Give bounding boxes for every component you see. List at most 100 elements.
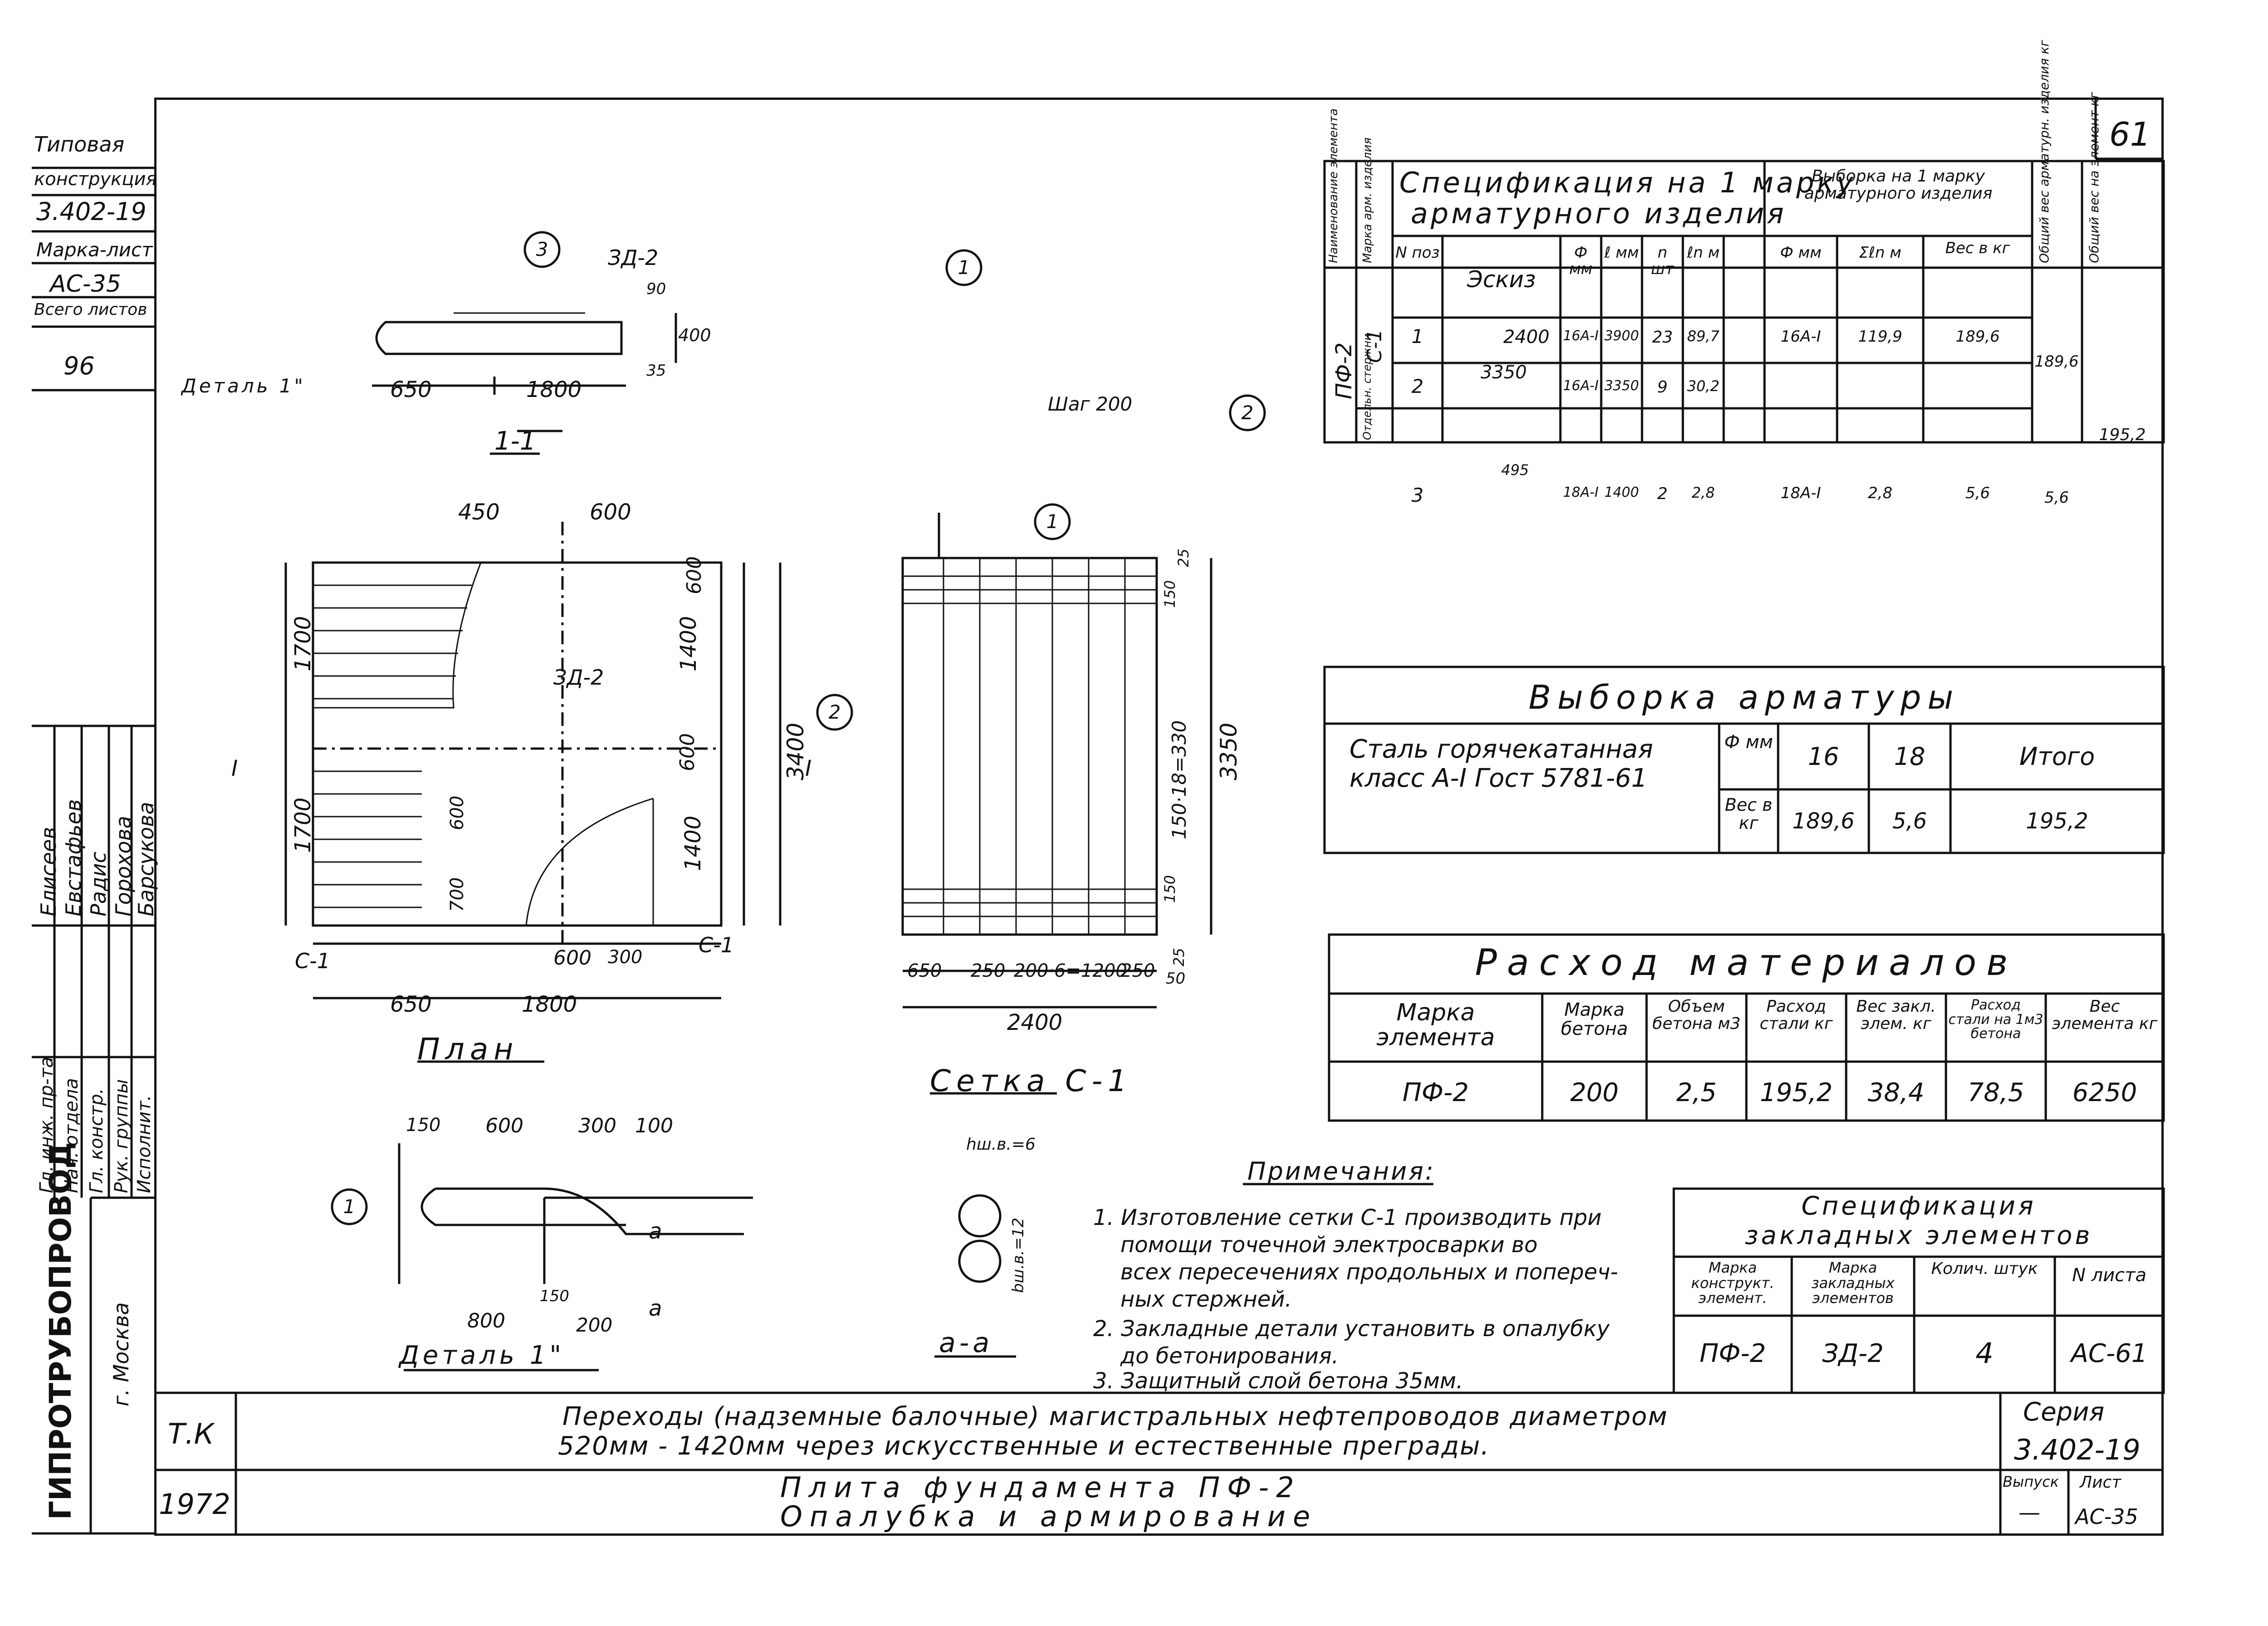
note-2b: до бетонирования. bbox=[1120, 1343, 1339, 1369]
zakl-v4: АС-61 bbox=[2071, 1339, 2148, 1368]
stamp-mark: АС-35 bbox=[50, 270, 121, 298]
dim-bsh: bш.в.=12 bbox=[1009, 1217, 1027, 1293]
dim-650-plan: 650 bbox=[390, 992, 432, 1017]
spec-row3-pos: 3 bbox=[1411, 484, 1424, 506]
vyborka-wtotal: 195,2 bbox=[2026, 808, 2088, 834]
stamp-total: 96 bbox=[64, 352, 95, 380]
dim-50: 50 bbox=[1166, 970, 1186, 988]
spec-row3-vd: 18А-I bbox=[1780, 484, 1821, 502]
spec-total-3: 5,6 bbox=[2044, 489, 2069, 507]
stamp-series: 3.402-19 bbox=[36, 197, 147, 226]
spec-row1-vl: 119,9 bbox=[1858, 328, 1902, 346]
spec-total-elem: 195,2 bbox=[2099, 426, 2146, 444]
dim-1800-top: 1800 bbox=[526, 377, 582, 402]
vyborka-w-label: Вес в кг bbox=[1725, 795, 1773, 833]
spec-row3-ln: 2,8 bbox=[1691, 484, 1715, 501]
stamp-name-2: Евстафьев bbox=[61, 799, 86, 916]
label-section-1-1: 1-1 bbox=[494, 426, 536, 456]
vyborka-d-label: Ф мм bbox=[1724, 732, 1773, 753]
spec-col-total: Общий вес арматурн. изделия кг bbox=[2037, 39, 2052, 263]
spec-col-elem: Общий вес на элемент кг bbox=[2087, 92, 2102, 263]
page-number: 61 bbox=[2109, 115, 2151, 153]
spec-row2-pos: 2 bbox=[1411, 375, 1424, 397]
rashod-v1: ПФ-2 bbox=[1402, 1078, 1469, 1107]
dim-1400-b: 1400 bbox=[680, 815, 706, 871]
tb-line4: Опалубка и армирование bbox=[780, 1500, 1318, 1533]
spec-row1-ln: 89,7 bbox=[1687, 328, 1720, 345]
rashod-h6: Расход стали на 1м3 бетона bbox=[1948, 997, 2043, 1042]
tb-vyp: — bbox=[2019, 1500, 2040, 1525]
stamp-role-3: Гл. констр. bbox=[86, 1088, 107, 1193]
spec-col-d: Ф мм bbox=[1569, 244, 1593, 278]
zakl-h4: N листа bbox=[2072, 1265, 2146, 1286]
spec-row2-n: 9 bbox=[1657, 378, 1668, 397]
rashod-h7: Вес элемента кг bbox=[2052, 997, 2158, 1033]
spec-row1-vw: 189,6 bbox=[1955, 328, 2000, 346]
dim-1800-plan: 1800 bbox=[522, 992, 577, 1017]
dim-2400: 2400 bbox=[1007, 1010, 1063, 1035]
tb-seria-label: Серия bbox=[2023, 1397, 2105, 1427]
balloon-1-detal: 1 bbox=[343, 1195, 356, 1218]
section-a-bottom: а bbox=[649, 1296, 662, 1321]
note-2a: 2. Закладные детали установить в опалубк… bbox=[1093, 1316, 1610, 1342]
zakl-h3: Колич. штук bbox=[1931, 1259, 2038, 1278]
balloon-1-top: 1 bbox=[958, 256, 970, 279]
vyborka-total-label: Итого bbox=[2019, 742, 2095, 771]
balloon-2-setka: 2 bbox=[828, 701, 841, 723]
spec-row1-n: 23 bbox=[1652, 328, 1673, 347]
stamp-role-4: Рук. группы bbox=[111, 1079, 132, 1193]
rashod-v7: 6250 bbox=[2072, 1078, 2137, 1107]
stamp-mark-label: Марка-лист bbox=[36, 239, 153, 261]
spec-row2-ln: 30,2 bbox=[1687, 377, 1720, 395]
vyborka-steel: Сталь горячекатанная класс А-I Гост 5781… bbox=[1349, 735, 1653, 793]
spec-row3-vl: 2,8 bbox=[1867, 484, 1893, 502]
spec-title-1: Спецификация на 1 марку bbox=[1399, 166, 1856, 199]
spec-col-ln: ℓn м bbox=[1686, 244, 1720, 262]
rashod-h1: Марка элемента bbox=[1376, 999, 1495, 1051]
label-detal: Деталь 1" bbox=[399, 1341, 565, 1370]
rashod-h2: Марка бетона bbox=[1561, 999, 1628, 1039]
section-mark-left: I bbox=[231, 756, 238, 781]
tb-year: 1972 bbox=[159, 1488, 230, 1521]
dim-800: 800 bbox=[467, 1309, 505, 1332]
tb-vyp-label: Выпуск bbox=[2003, 1473, 2059, 1490]
dim-3400: 3400 bbox=[782, 722, 809, 780]
tb-line3: Плита фундамента ПФ-2 bbox=[780, 1471, 1301, 1504]
note-1c: всех пересечениях продольных и попереч- bbox=[1120, 1259, 1618, 1285]
spec-row1-sketch: 2400 bbox=[1503, 327, 1549, 348]
spec-row1-d: 16А-I bbox=[1563, 328, 1599, 344]
tb-list-label: Лист bbox=[2080, 1473, 2121, 1492]
dim-hsh: hш.в.=6 bbox=[966, 1135, 1036, 1154]
rashod-v6: 78,5 bbox=[1967, 1078, 2024, 1107]
section-a-top: а bbox=[649, 1219, 662, 1244]
stamp-role-5: Исполнит. bbox=[134, 1095, 155, 1193]
vyborka-w18: 5,6 bbox=[1892, 808, 1927, 834]
stamp-total-label: Всего листов bbox=[34, 300, 147, 319]
zakl-v1: ПФ-2 bbox=[1699, 1339, 1766, 1368]
dim-1700-b: 1700 bbox=[290, 797, 316, 853]
vyborka-d18: 18 bbox=[1894, 742, 1926, 771]
dim-35: 35 bbox=[646, 362, 666, 380]
stamp-city: г. Москва bbox=[109, 1302, 133, 1406]
note-1b: помощи точечной электросварки во bbox=[1120, 1232, 1538, 1258]
stamp-name-1: Елисеев bbox=[36, 827, 61, 916]
dim-300-bottom: 300 bbox=[608, 947, 643, 968]
dim-600-bottom: 600 bbox=[553, 946, 591, 970]
zakl-title-1: Спецификация bbox=[1801, 1191, 2036, 1221]
section-mark-right: I bbox=[805, 756, 812, 781]
dim-400: 400 bbox=[678, 325, 711, 345]
label-zd-plan: ЗД-2 bbox=[553, 665, 604, 690]
rashod-v2: 200 bbox=[1570, 1078, 1619, 1107]
rashod-title: Расход материалов bbox=[1475, 941, 2018, 984]
label-setka: Сетка С-1 bbox=[930, 1063, 1133, 1098]
zakl-v3: 4 bbox=[1975, 1337, 1994, 1370]
zakl-title-2: закладных элементов bbox=[1745, 1221, 2093, 1250]
rashod-h4: Расход стали кг bbox=[1760, 997, 1833, 1033]
vyborka-w16: 189,6 bbox=[1792, 808, 1855, 834]
dim-250-b: 250 bbox=[1120, 960, 1155, 981]
label-zd-top: ЗД-2 bbox=[608, 245, 659, 270]
dim-300-detal: 300 bbox=[578, 1114, 616, 1137]
dim-1400-a: 1400 bbox=[676, 616, 701, 671]
dim-600-mid: 600 bbox=[676, 733, 699, 771]
label-c1-left: С-1 bbox=[295, 949, 330, 973]
